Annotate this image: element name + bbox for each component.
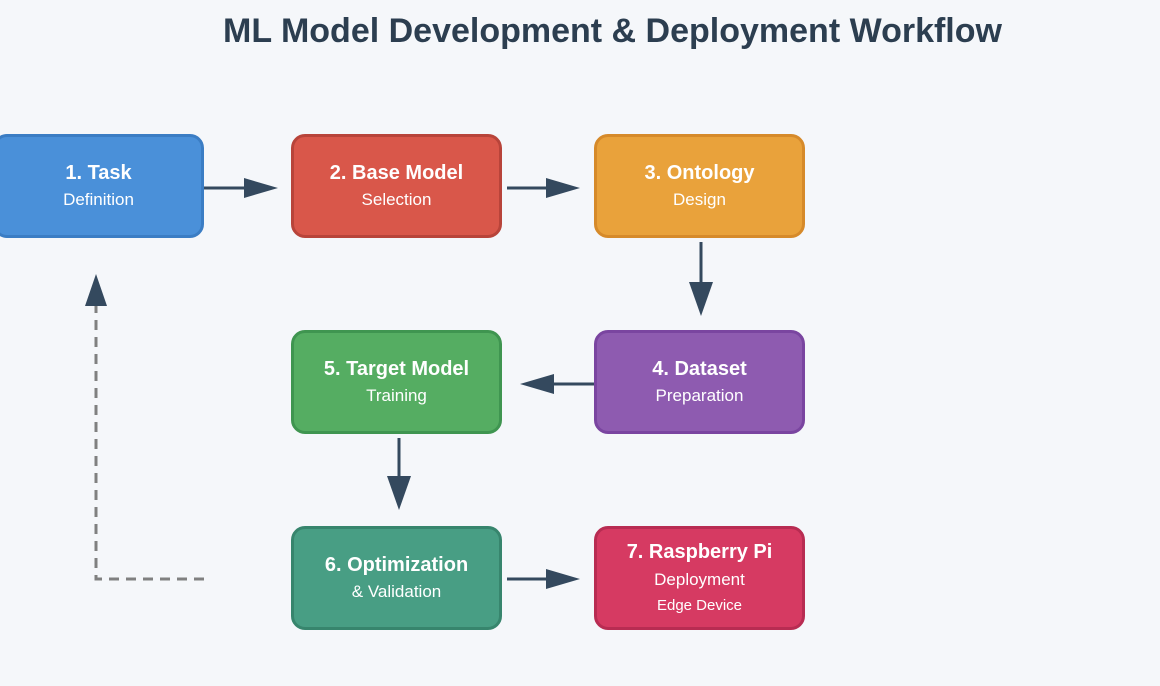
step-subtitle: Selection (361, 189, 432, 209)
step-title: 6. Optimization (324, 553, 469, 576)
step-ontology-design: 3. Ontology Design (594, 134, 805, 238)
arrow-target-model-to-optimization (387, 438, 411, 510)
step-subtitle: Preparation (655, 385, 744, 405)
step-raspberry-pi-deployment: 7. Raspberry Pi Deployment Edge Device (594, 526, 805, 630)
step-title: 2. Base Model (329, 161, 464, 184)
arrow-optimization-to-deployment (507, 569, 580, 589)
step-subtitle: Design (673, 189, 726, 209)
step-subtitle: Training (366, 385, 427, 405)
arrow-task-to-base-model (204, 178, 278, 198)
arrow-ontology-to-dataset (689, 242, 713, 316)
step-target-model-training: 5. Target Model Training (291, 330, 502, 434)
feedback-loop-arrow (85, 274, 204, 581)
step-title: 4. Dataset (652, 357, 747, 380)
step-title: 5. Target Model (323, 357, 470, 380)
step-title: 1. Task (65, 161, 132, 184)
step-base-model-selection: 2. Base Model Selection (291, 134, 502, 238)
step-dataset-preparation: 4. Dataset Preparation (594, 330, 805, 434)
step-extra-label: Edge Device (656, 597, 743, 614)
arrow-base-model-to-ontology (507, 178, 580, 198)
step-subtitle: Definition (63, 189, 134, 209)
step-subtitle: & Validation (351, 581, 442, 601)
step-title: 3. Ontology (644, 161, 755, 184)
diagram-title: ML Model Development & Deployment Workfl… (223, 12, 1002, 50)
step-task-definition: 1. Task Definition (0, 134, 204, 238)
step-title: 7. Raspberry Pi (626, 541, 773, 563)
arrow-dataset-to-target-model (520, 374, 594, 394)
step-subtitle: Deployment (654, 570, 745, 589)
step-optimization-validation: 6. Optimization & Validation (291, 526, 502, 630)
